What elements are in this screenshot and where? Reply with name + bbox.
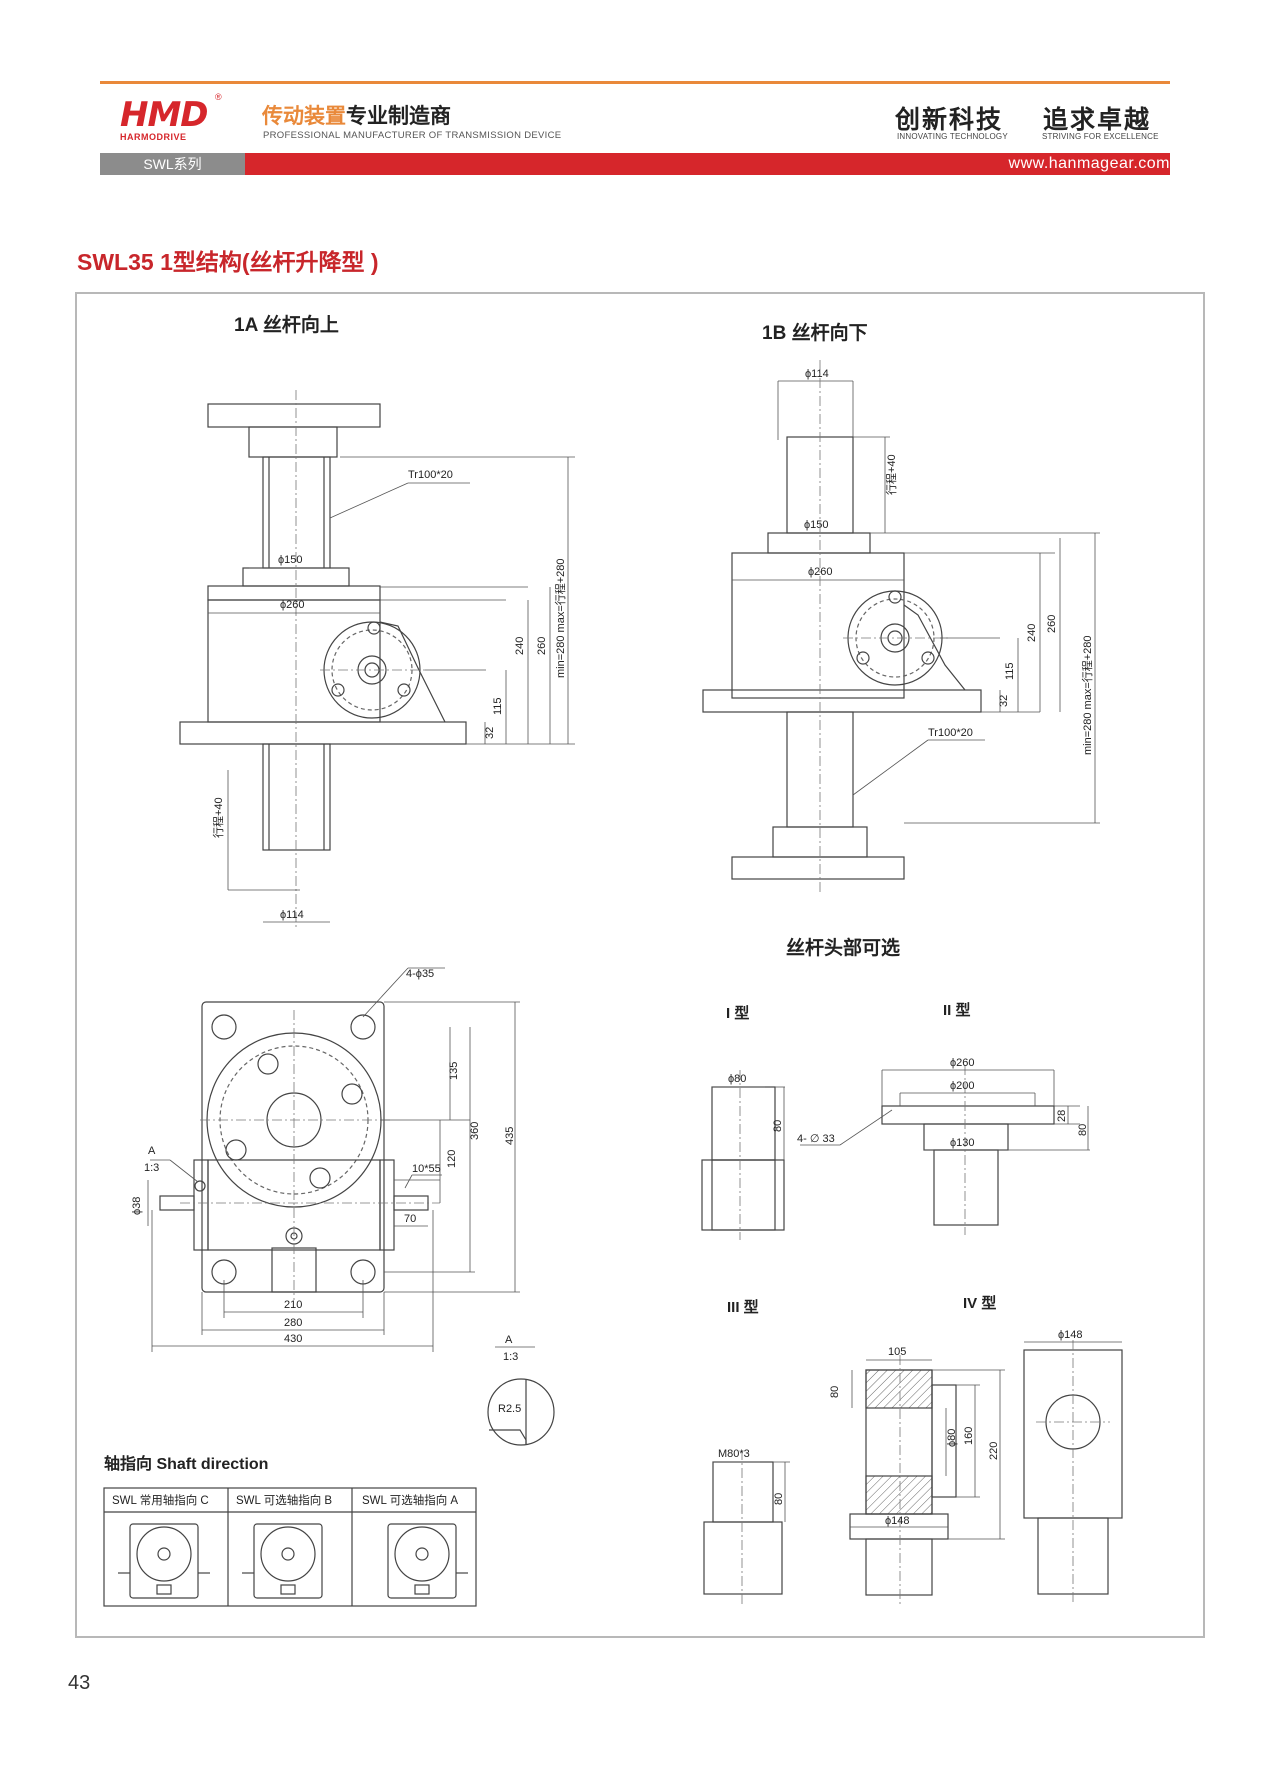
type-3-dim-80: 80 bbox=[773, 1493, 785, 1505]
header-red-bar bbox=[245, 153, 1170, 175]
view-1a: 1A 丝杆向上 Tr100*20 ϕ150 ϕ260 ϕ114 行程+40 32… bbox=[179, 313, 575, 930]
shaft-direction: 轴指向 Shaft direction SWL 常用轴指向 C SWL 可选轴指… bbox=[103, 1454, 477, 1607]
view-1a-dim-240: 240 bbox=[514, 637, 526, 655]
shaft-icon-b bbox=[242, 1523, 323, 1599]
view-1a-d114: ϕ114 bbox=[280, 909, 304, 921]
view-1b-heading: 1B 丝杆向下 bbox=[762, 321, 868, 344]
shaft-cell-b: SWL 可选轴指向 B bbox=[236, 1493, 332, 1507]
shaft-direction-heading: 轴指向 Shaft direction bbox=[104, 1454, 268, 1473]
plan-view: 4-ϕ35 135 360 120 435 10*55 70 ϕ38 A 1:3… bbox=[131, 967, 520, 1352]
view-1b-dim-240: 240 bbox=[1026, 624, 1038, 642]
detail-a-radius: R2.5 bbox=[498, 1403, 521, 1415]
view-1b: 1B 丝杆向下 ϕ114 行程+40 ϕ150 ϕ260 Tr100*20 32… bbox=[702, 321, 1100, 895]
header-top-rule bbox=[100, 81, 1170, 84]
type-4-label: IV 型 bbox=[963, 1294, 996, 1312]
head-options-heading: 丝杆头部可选 bbox=[786, 936, 900, 959]
view-1b-dim-260: 260 bbox=[1046, 615, 1058, 633]
view-1b-d114: ϕ114 bbox=[805, 368, 829, 380]
type-3-label: III 型 bbox=[727, 1298, 759, 1316]
tagline-dark: 专业制造商 bbox=[346, 105, 451, 128]
view-1b-range: min=280 max=行程+280 bbox=[1081, 635, 1094, 755]
type-3-thread: M80*3 bbox=[718, 1448, 750, 1460]
shaft-icon-a bbox=[387, 1523, 468, 1599]
plan-dim-435: 435 bbox=[504, 1127, 516, 1145]
view-1a-stroke: 行程+40 bbox=[212, 797, 225, 838]
plan-dim-210: 210 bbox=[284, 1299, 302, 1311]
type-2-dim-28: 28 bbox=[1056, 1110, 1068, 1122]
plan-dim-360: 360 bbox=[469, 1122, 481, 1140]
series-badge: SWL系列 bbox=[100, 153, 245, 175]
type-4b-d148: ϕ148 bbox=[1058, 1329, 1083, 1341]
type-4a-dim-105: 105 bbox=[888, 1346, 906, 1358]
view-1a-d260: ϕ260 bbox=[280, 599, 305, 611]
view-1b-dim-32: 32 bbox=[998, 695, 1010, 707]
view-1b-stroke: 行程+40 bbox=[885, 454, 898, 495]
type-2-d200: ϕ200 bbox=[950, 1080, 975, 1092]
tagline-cn: 传动装置专业制造商 bbox=[262, 100, 451, 130]
view-1b-thread: Tr100*20 bbox=[928, 727, 973, 739]
plan-dim-70: 70 bbox=[404, 1213, 416, 1225]
plan-shaft: ϕ38 bbox=[131, 1197, 143, 1215]
type-4a-dim-160: 160 bbox=[963, 1427, 975, 1445]
registered-mark: ® bbox=[215, 92, 222, 102]
type-2-dim-80: 80 bbox=[1077, 1124, 1089, 1136]
tagline-en: PROFESSIONAL MANUFACTURER OF TRANSMISSIO… bbox=[263, 130, 562, 141]
drawing-frame bbox=[75, 292, 1205, 1638]
plan-key: 10*55 bbox=[412, 1163, 441, 1175]
view-1a-heading: 1A 丝杆向上 bbox=[234, 313, 339, 336]
page-title: SWL35 1型结构(丝杆升降型 ) bbox=[77, 249, 379, 275]
view-1a-range: min=280 max=行程+280 bbox=[554, 558, 567, 678]
plan-dim-120: 120 bbox=[446, 1150, 458, 1168]
shaft-icon-c bbox=[118, 1523, 210, 1599]
view-1a-d150: ϕ150 bbox=[278, 554, 303, 566]
slogan-innovating: 创新科技 bbox=[895, 105, 1004, 134]
plan-holes: 4-ϕ35 bbox=[406, 968, 434, 980]
plan-dim-280: 280 bbox=[284, 1317, 302, 1329]
plan-detail-scale: 1:3 bbox=[144, 1162, 159, 1174]
plan-dim-135: 135 bbox=[448, 1062, 460, 1080]
shaft-cell-a: SWL 可选轴指向 A bbox=[362, 1493, 458, 1507]
view-1a-dim-115: 115 bbox=[492, 697, 504, 715]
slogan-striving: 追求卓越 bbox=[1043, 105, 1152, 134]
view-1b-d150: ϕ150 bbox=[804, 519, 829, 531]
website-link[interactable]: www.hanmagear.com bbox=[1008, 155, 1170, 172]
head-options: 丝杆头部可选 I 型 II 型 III 型 IV 型 ϕ80 80 ϕ260 ϕ… bbox=[701, 936, 1123, 1605]
view-1a-dim-32: 32 bbox=[484, 727, 496, 739]
logo-wordmark: HARMODRIVE bbox=[120, 132, 187, 142]
type-1-h80: 80 bbox=[772, 1120, 784, 1132]
type-4a-d80: ϕ80 bbox=[946, 1429, 958, 1447]
type-1-label: I 型 bbox=[726, 1004, 749, 1022]
page-number: 43 bbox=[68, 1672, 91, 1694]
slogan-innovating-en: INNOVATING TECHNOLOGY bbox=[897, 132, 1008, 141]
detail-a-scale: 1:3 bbox=[503, 1351, 518, 1363]
harmodrive-logo: HMD HARMODRIVE bbox=[120, 98, 226, 146]
view-1b-dim-115: 115 bbox=[1004, 662, 1016, 680]
detail-a: A 1:3 R2.5 bbox=[487, 1334, 555, 1446]
type-4a-dim-220: 220 bbox=[988, 1442, 1000, 1460]
type-1-d80: ϕ80 bbox=[728, 1073, 746, 1085]
type-2-label: II 型 bbox=[943, 1001, 971, 1019]
view-1a-thread: Tr100*20 bbox=[408, 469, 453, 481]
type-4a-dim-80: 80 bbox=[829, 1386, 841, 1398]
tagline-orange: 传动装置 bbox=[262, 105, 346, 128]
detail-a-label: A bbox=[505, 1334, 513, 1346]
type-4a-d148: ϕ148 bbox=[885, 1515, 910, 1527]
type-2-d130: ϕ130 bbox=[950, 1137, 975, 1149]
view-1a-dim-260: 260 bbox=[536, 637, 548, 655]
slogan-striving-en: STRIVING FOR EXCELLENCE bbox=[1042, 132, 1159, 141]
plan-detail-a: A bbox=[148, 1145, 156, 1157]
shaft-cell-c: SWL 常用轴指向 C bbox=[112, 1493, 209, 1507]
type-2-d260: ϕ260 bbox=[950, 1057, 975, 1069]
type-2-holes: 4- ∅ 33 bbox=[797, 1133, 835, 1145]
plan-dim-430: 430 bbox=[284, 1333, 302, 1345]
logo-mark: HMD bbox=[120, 95, 209, 135]
